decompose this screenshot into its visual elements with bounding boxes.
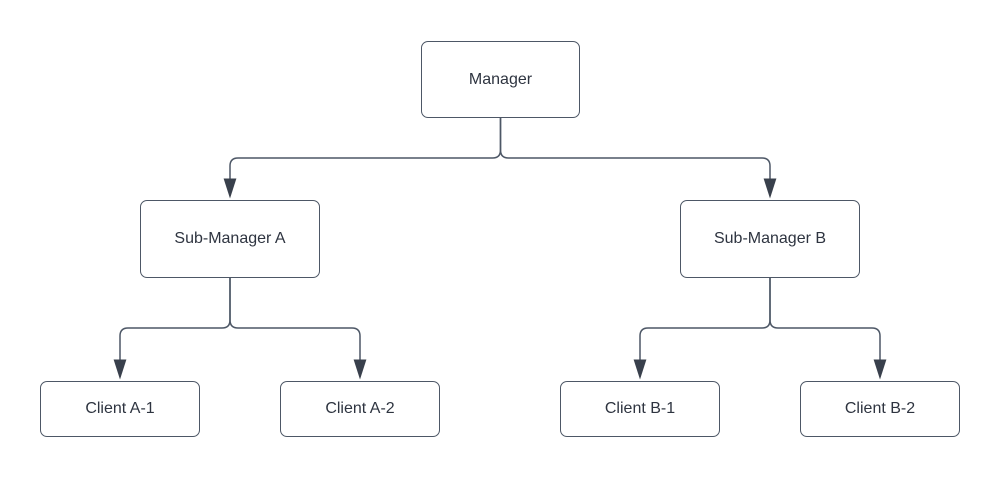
arrowhead-icon — [353, 359, 367, 380]
node-label: Sub-Manager B — [713, 230, 827, 248]
connector-manager-sub-manager-a — [229, 118, 502, 179]
connector-sub-manager-a-client-a-2 — [229, 278, 361, 360]
arrowhead-icon — [113, 359, 127, 380]
node-label: Client A-1 — [85, 400, 155, 418]
node-manager[interactable]: Manager — [421, 41, 580, 118]
node-label: Client B-2 — [844, 400, 916, 418]
connector-manager-sub-manager-b — [499, 118, 771, 179]
node-client-a-2[interactable]: Client A-2 — [280, 381, 440, 437]
connector-sub-manager-b-client-b-2 — [769, 278, 881, 360]
node-sub-manager-b[interactable]: Sub-Manager B — [680, 200, 860, 278]
arrowhead-icon — [633, 359, 647, 380]
node-label: Manager — [468, 70, 533, 88]
connector-sub-manager-b-client-b-1 — [639, 278, 771, 360]
node-sub-manager-a[interactable]: Sub-Manager A — [140, 200, 320, 278]
node-label: Sub-Manager A — [174, 230, 286, 248]
node-client-a-1[interactable]: Client A-1 — [40, 381, 200, 437]
node-client-b-1[interactable]: Client B-1 — [560, 381, 720, 437]
node-label: Client A-2 — [325, 400, 395, 418]
arrowhead-icon — [763, 178, 777, 199]
arrowhead-icon — [873, 359, 887, 380]
node-client-b-2[interactable]: Client B-2 — [800, 381, 960, 437]
node-label: Client B-1 — [604, 400, 676, 418]
connector-sub-manager-a-client-a-1 — [119, 278, 231, 360]
arrowhead-icon — [223, 178, 237, 199]
